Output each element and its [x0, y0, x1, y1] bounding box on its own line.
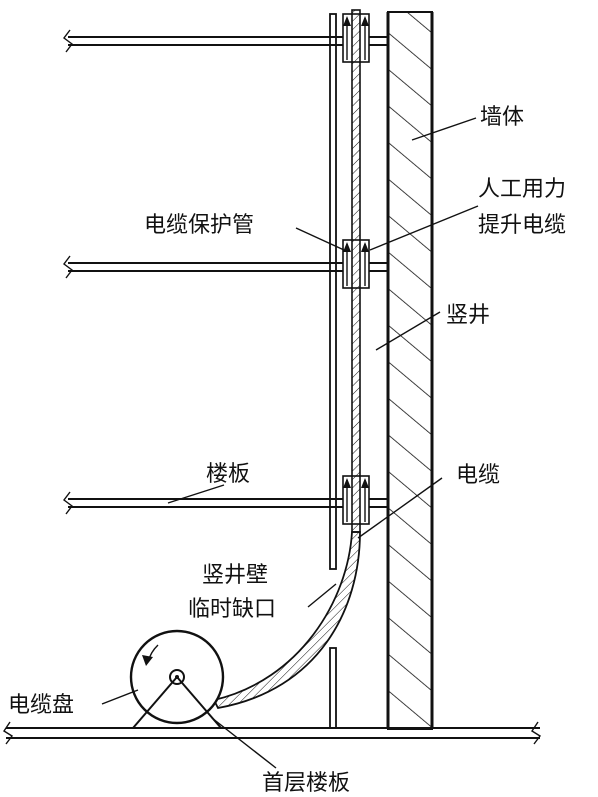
- label-manual-lift-line2: 提升电缆: [478, 213, 566, 238]
- ground-floor-slab: [3, 721, 542, 745]
- wall: [386, 11, 434, 730]
- label-shaft: 竖井: [446, 303, 490, 328]
- leader-lines: [101, 117, 479, 769]
- label-manual-lift-line1: 人工用力: [478, 177, 566, 202]
- label-wall: 墙体: [480, 105, 524, 130]
- floor-slab-middle: [63, 255, 388, 279]
- label-ground-floor-slab: 首层楼板: [262, 771, 350, 796]
- label-protection-pipe: 电缆保护管: [144, 213, 254, 238]
- lift-arrows: [343, 16, 369, 522]
- cable-drum: [129, 629, 225, 729]
- label-shaft-wall-line1: 竖井壁: [202, 563, 268, 588]
- cable: [212, 9, 361, 710]
- label-cable-drum: 电缆盘: [8, 693, 74, 718]
- floor-slab-top: [63, 29, 388, 53]
- label-shaft-wall-line2: 临时缺口: [188, 597, 276, 622]
- floor-slab-lower: [63, 491, 388, 515]
- label-cable: 电缆: [456, 463, 500, 488]
- label-floor-slab: 楼板: [206, 462, 250, 487]
